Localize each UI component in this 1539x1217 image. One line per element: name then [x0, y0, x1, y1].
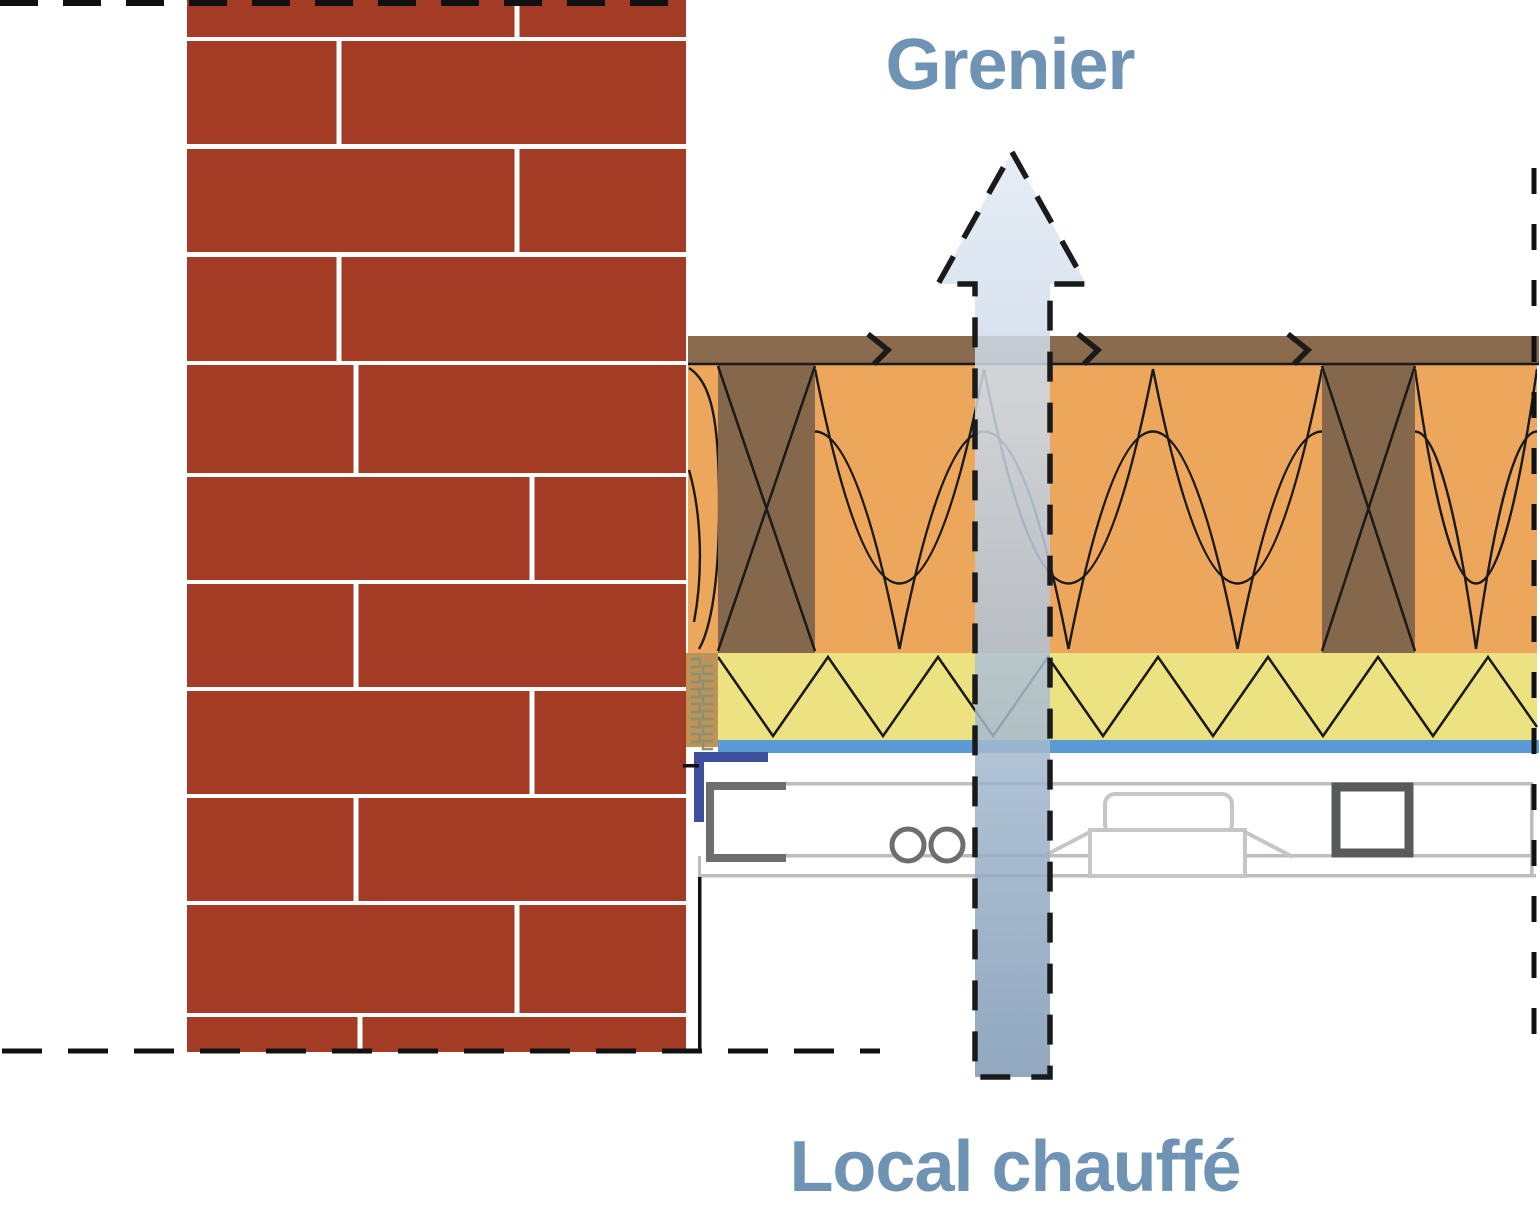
brick — [341, 41, 686, 144]
block-hatch-line — [691, 702, 702, 714]
insulation-zigzag-hatch — [716, 654, 1539, 739]
vapor-barrier-membrane — [718, 740, 1539, 753]
chevron-right-icon — [1286, 331, 1313, 366]
brick — [187, 905, 515, 1013]
fixture-trim-wing — [1244, 830, 1294, 859]
brick — [187, 798, 354, 901]
batt-curve — [1236, 430, 1322, 650]
chevron-right-icon — [866, 331, 893, 366]
electrical-conduit — [928, 826, 966, 864]
batt-curve — [1474, 430, 1537, 650]
brick — [187, 691, 530, 794]
edge-angle-profile — [694, 752, 768, 822]
brick — [187, 0, 515, 37]
section-cut-lines — [0, 0, 1537, 1054]
joist-cross-hatch — [716, 365, 817, 652]
brick — [519, 905, 686, 1013]
batt-curve — [1151, 368, 1322, 585]
junction-box — [1331, 782, 1414, 858]
block-hatch-line — [691, 717, 702, 729]
block-hatch-line — [701, 709, 713, 721]
brick — [187, 149, 515, 252]
wall-ceiling-junction-dash — [683, 764, 699, 768]
wood-deck-board — [688, 336, 1539, 364]
brick — [187, 477, 530, 580]
ceiling-assembly — [686, 331, 1539, 753]
wood-end-block-hatch — [691, 657, 713, 751]
batt-curve — [688, 469, 702, 623]
heated-room-label: Local chauffé — [789, 1127, 1241, 1207]
cavity-top-line — [786, 782, 1533, 786]
brick — [187, 41, 337, 144]
electrical-conduit — [889, 826, 927, 864]
batt-curve — [1415, 430, 1478, 650]
batt-curve — [688, 366, 718, 650]
brick — [358, 365, 686, 473]
block-hatch-line — [691, 657, 702, 669]
brick — [187, 1017, 358, 1052]
block-hatch-line — [691, 687, 702, 699]
attic-label: Grenier — [885, 25, 1135, 105]
brick — [341, 257, 686, 361]
brick — [519, 0, 686, 37]
block-hatch-line — [701, 739, 713, 751]
block-hatch-line — [691, 672, 702, 684]
brick — [534, 477, 686, 580]
block-hatch-line — [701, 664, 713, 676]
service-cavity — [683, 752, 1536, 878]
insulation-yellow-layer — [718, 653, 1537, 740]
insulation-batt-hatch-edge — [688, 366, 718, 650]
block-hatch-line — [701, 724, 713, 736]
slope-chevron-icons — [866, 331, 1313, 366]
brick — [187, 584, 354, 687]
brick — [187, 257, 337, 361]
furring-channel-profile — [706, 782, 786, 862]
brick — [362, 1017, 686, 1052]
joist-cross-hatch — [1320, 365, 1417, 652]
brick — [519, 149, 686, 252]
airflow-arrow — [933, 146, 1091, 1080]
cavity-left-line — [698, 856, 701, 877]
brick — [534, 691, 686, 794]
batt-curve — [815, 430, 901, 650]
recessed-light-fixture — [1041, 792, 1294, 878]
batt-curve — [1415, 368, 1537, 585]
batt-hatch-bay — [1415, 368, 1537, 650]
block-hatch-line — [701, 679, 713, 691]
batt-curve — [1067, 430, 1239, 650]
cavity-right-line — [1530, 783, 1534, 877]
brick — [358, 798, 686, 901]
brick — [358, 584, 686, 687]
wall-interior-face-line — [698, 877, 702, 1052]
brick-wall — [187, 0, 686, 1052]
block-hatch-line — [691, 732, 702, 744]
fixture-housing-body — [1088, 828, 1247, 878]
block-hatch-line — [701, 694, 713, 706]
batt-curve — [815, 368, 986, 585]
brick — [187, 365, 354, 473]
chevron-right-icon — [1076, 331, 1103, 366]
